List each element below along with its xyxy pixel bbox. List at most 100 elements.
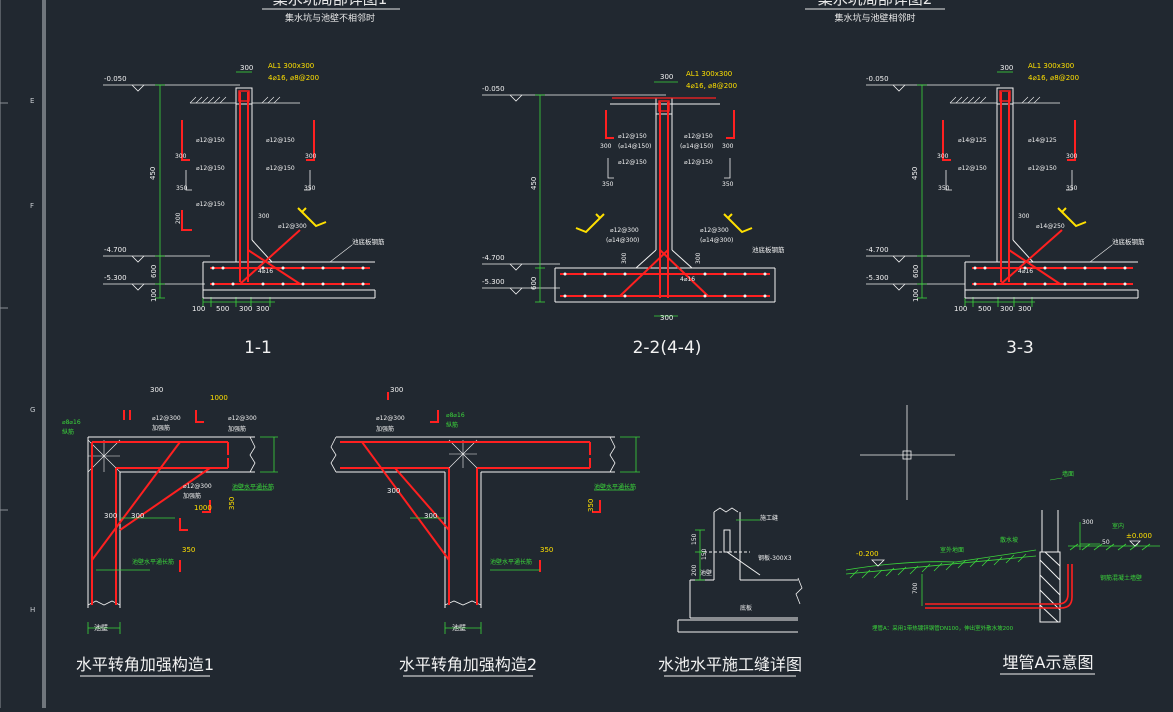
dim-bottom: 300 [1000,305,1013,313]
hook-length: 300 [695,252,702,264]
dim-label: 50 [1102,539,1110,546]
dim-label: 350 [228,497,236,510]
hook-length: 350 [1066,185,1078,192]
dim-slab: 600 [150,265,158,278]
dim-label: 1000 [194,504,212,512]
margin-mark: H [30,606,35,614]
arrow-icon [575,213,605,234]
section-title: 2-2(4-4) [633,338,702,358]
dim-bottom: 100 [192,305,205,313]
pipe-label: 室内 [1112,522,1124,530]
rebar-label: ⌀14@125 [958,137,987,144]
crosshair-cursor-icon [860,405,955,500]
detail-title: 集水坑局部详图1 [273,0,388,8]
rebar [340,392,601,605]
corner-detail-2[interactable]: 300 300 300 350 350 池壁 ⌀12@300 加强筋 ⌀8⌀16… [330,386,640,677]
rebar-label: (⌀14@300) [700,237,733,244]
section-2-2[interactable]: -0.050 -4.700 -5.300 450 600 300 300 [482,70,785,358]
rebar-label: ⌀12@150 [196,137,225,144]
rebar-label: ⌀12@150 [266,165,295,172]
hook-length: 300 [621,252,628,264]
section-title: 3-3 [1006,338,1034,358]
margin-mark: E [30,97,34,105]
dim-bottom: 300 [1018,305,1031,313]
dim-base: 100 [912,289,920,302]
dim-label: 350 [540,546,553,554]
beam-bars-label: 4⌀16, ⌀8@200 [1028,74,1079,82]
hook-shapes [945,170,1073,191]
rebar-label: ⌀12@150 [1028,165,1057,172]
rebar-label: ⌀12@300 [278,223,307,230]
section-1-1[interactable]: -0.050 -4.700 -5.300 450 600 100 300 100… [103,62,385,358]
section-title: 1-1 [244,338,272,358]
corner-bar-label: 4⌀16 [1018,268,1033,275]
elevation-markers: -0.050 -4.700 -5.300 [866,75,1000,291]
rebar-label: ⌀12@300 [610,227,639,234]
hook-length: 200 [175,212,182,224]
hook-length: 300 [1066,153,1078,160]
dimension-lines [535,81,678,317]
dim-label: 池壁 [452,623,466,632]
buried-pipe-detail[interactable]: -0.200 ±0.000 300 50 700 墙面 室外地面 散水坡 室内 … [845,405,1160,675]
rebar-label: ⌀12@150 [266,137,295,144]
hook-length: 300 [258,213,270,220]
detail-subtitle: 集水坑与池壁不相邻时 [285,12,375,24]
dim-bottom: 300 [256,305,269,313]
rebar-label: 池壁水平通长筋 [132,558,174,566]
concrete-outline [964,87,1139,299]
concrete-outline [202,87,376,299]
note-label: 池底板钢筋 [352,237,385,246]
hook-length: 300 [600,143,612,150]
rebar-dots [211,266,365,286]
hook-length: 350 [602,181,614,188]
dim-top: 300 [240,64,253,72]
rebar-label: ⌀8⌀16 [446,412,465,419]
rebar-label: ⌀12@300 [228,415,257,422]
rebar-label: ⌀12@150 [618,159,647,166]
elevation-label: ±0.000 [1126,532,1152,540]
dim-bottom: 500 [978,305,991,313]
elevation-label: -0.050 [104,75,127,83]
arrow-icon [723,213,753,234]
dim-label: 150 [701,548,708,560]
elevation-label: -4.700 [104,246,127,254]
rebar-label: 纵筋 [446,421,458,429]
hook-length: 300 [175,153,187,160]
dim-label: 350 [587,499,595,512]
dim-label: 300 [424,512,437,520]
hook-shapes [185,170,311,191]
note-label: 池底板钢筋 [1112,237,1145,246]
elevation-marker-icon [871,559,885,567]
hook-length: 300 [722,143,734,150]
beam-label: AL1 300x300 [268,62,314,70]
rebar-dots [563,272,767,298]
rebar [181,90,370,285]
section-3-3[interactable]: -0.050 -4.700 -5.300 450 600 100 300 100… [866,62,1145,358]
pipe-label: 散水坡 [1000,536,1018,544]
arrow-icon [1057,207,1087,228]
corner-detail-1[interactable]: 300 1000 300 1000 300 350 350 池壁 ⌀12@300… [62,386,278,677]
rebar-label: ⌀14@250 [1036,223,1065,230]
rebar-label: 池壁水平通长筋 [232,483,274,491]
sheet-frame: E F G H [0,0,46,708]
joint-label: 池壁 [700,569,712,577]
rebar-label: 池壁水平通长筋 [490,558,532,566]
rebar-label: ⌀8⌀16 [62,419,81,426]
dimension-lines [87,436,278,634]
rebar-label: ⌀12@150 [196,165,225,172]
dimension-lines [921,522,1100,606]
detail-title: 集水坑局部详图2 [818,0,933,8]
wall-section [1039,510,1061,623]
detail-title: 水平转角加强构造1 [76,655,214,674]
rebar-label: 加强筋 [376,425,394,433]
elevation-label: -5.300 [866,274,889,282]
dim-top: 300 [660,73,673,81]
rebar-label: (⌀14@150) [618,143,651,150]
rebar-label: ⌀12@300 [376,415,405,422]
rebar [560,97,770,298]
hook-length: 300 [305,153,317,160]
rebar-label: ⌀12@150 [618,133,647,140]
construction-joint-detail[interactable]: 150 150 200 施工缝 钢板-300X3 池壁 底板 水池水平施工缝详图 [658,507,803,677]
